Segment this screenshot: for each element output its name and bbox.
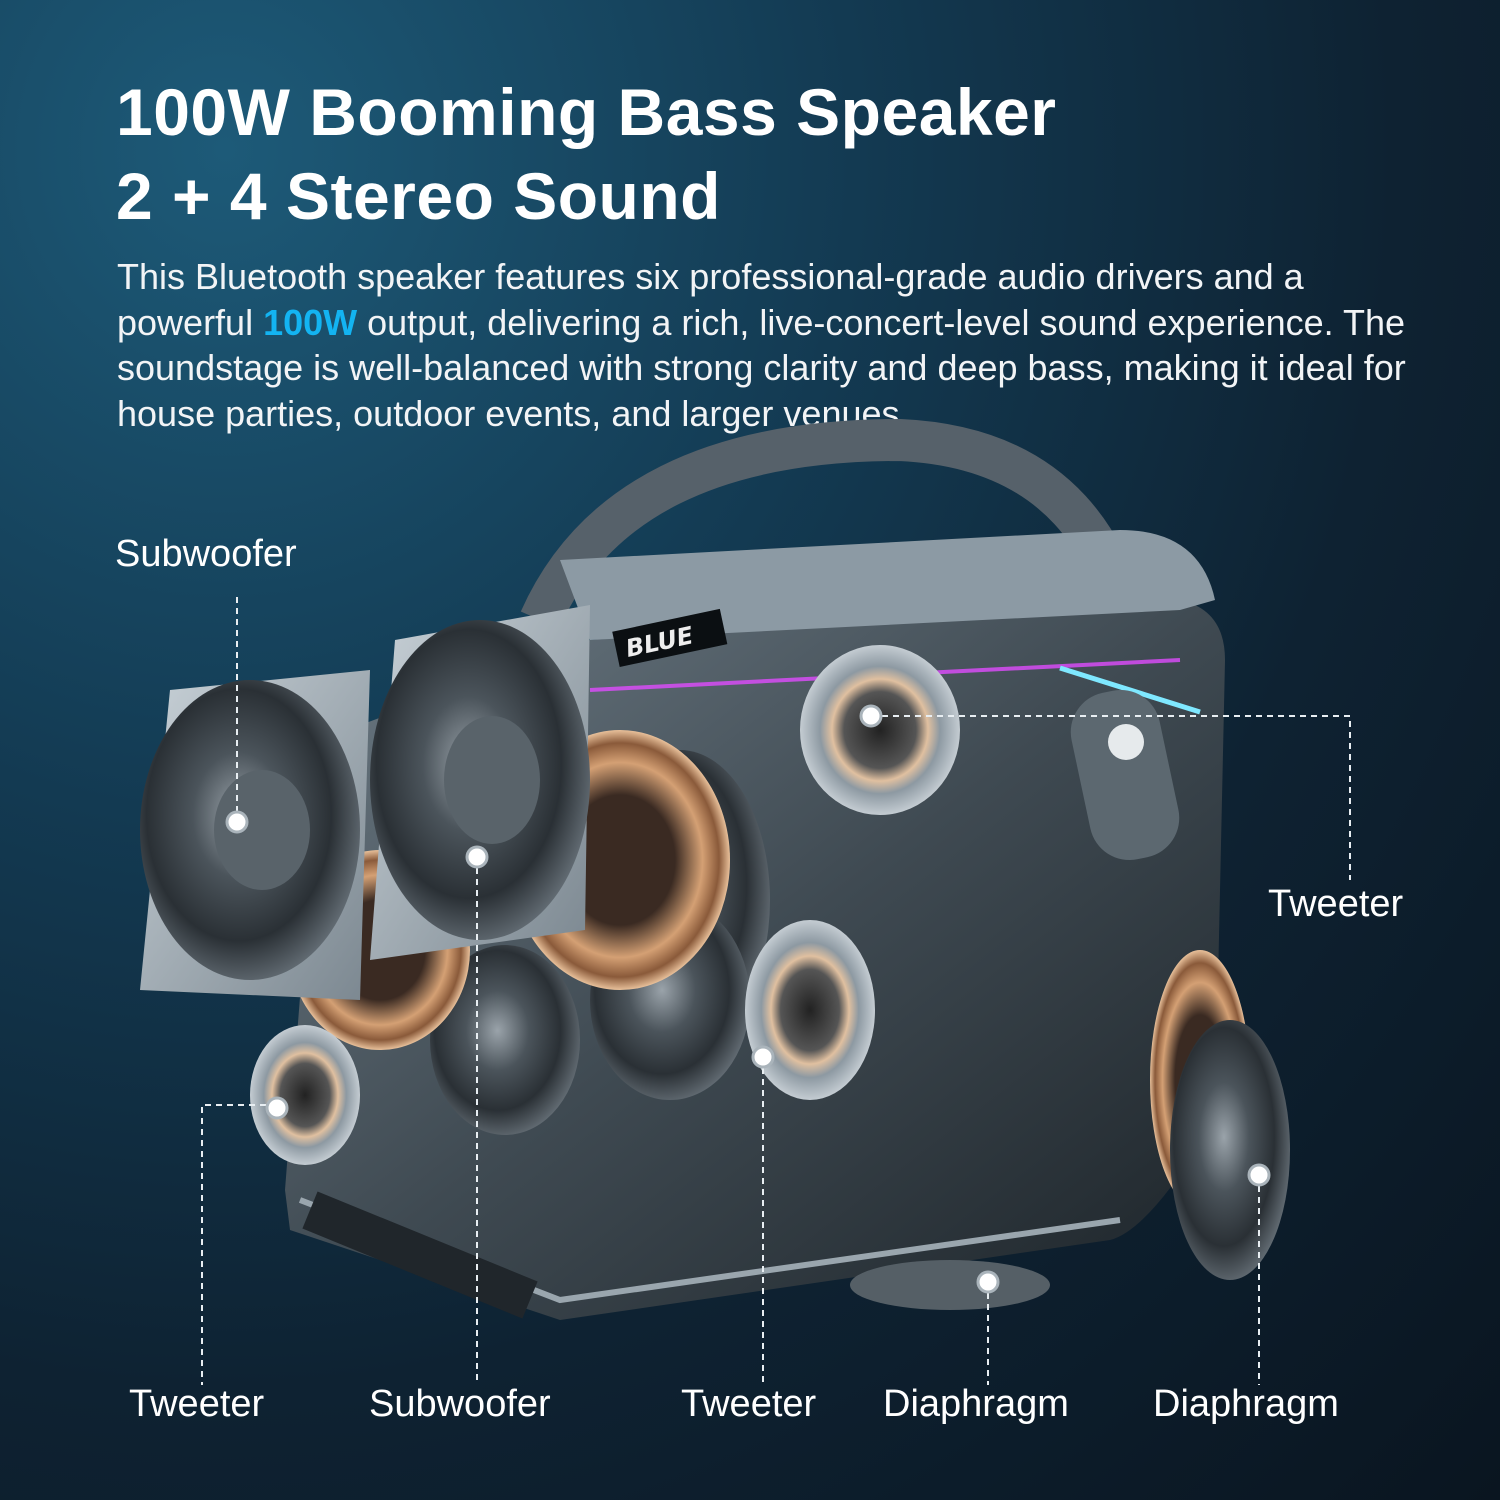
label-tweeter-bottom-left: Tweeter [129, 1383, 265, 1425]
label-subwoofer-top: Subwoofer [115, 533, 297, 575]
description-text: This Bluetooth speaker features six prof… [117, 256, 1304, 343]
wattage-highlight: 100W [263, 301, 358, 343]
label-diaphragm-center: Diaphragm [883, 1383, 1069, 1425]
title-line-2: 2 + 4 Stereo Sound [116, 159, 721, 233]
description-text-end: output, delivering a rich, live-concert-… [117, 301, 1406, 434]
callout-lines [201, 597, 1351, 1385]
label-subwoofer-bottom: Subwoofer [369, 1383, 551, 1425]
tweeter-top-right [800, 645, 960, 815]
tweeter-bottom-center [745, 920, 875, 1100]
label-diaphragm-right: Diaphragm [1153, 1383, 1339, 1425]
label-tweeter-right: Tweeter [1268, 883, 1404, 925]
page-title: 100W Booming Bass Speaker 2 + 4 Stereo S… [116, 70, 1057, 238]
speaker-top [560, 530, 1215, 640]
subwoofer-left [140, 670, 370, 1000]
description: This Bluetooth speaker features six prof… [117, 254, 1437, 436]
label-tweeter-bottom-center: Tweeter [681, 1383, 817, 1425]
callout-dots [225, 704, 1271, 1294]
title-line-1: 100W Booming Bass Speaker [116, 75, 1057, 149]
tweeter-bottom-left [250, 1025, 360, 1165]
display-screen: BLUE [612, 608, 728, 667]
subwoofer-center [370, 605, 590, 960]
